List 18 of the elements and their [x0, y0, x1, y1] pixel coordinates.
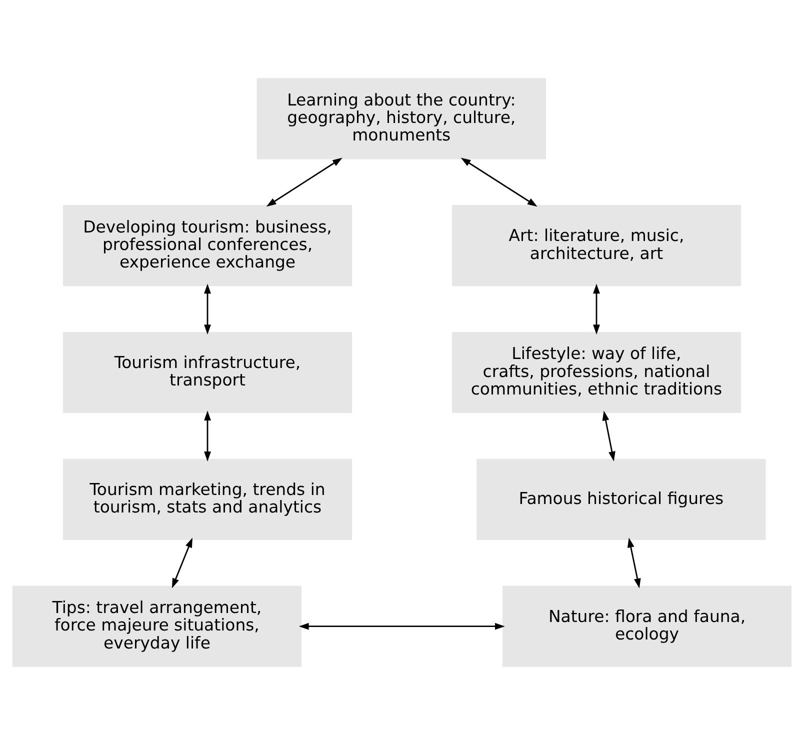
arrow — [204, 284, 211, 335]
node-box: Nature: flora and fauna, ecology — [502, 586, 792, 667]
node-box: Tips: travel arrangement, force majeure situations, everyday life — [12, 586, 302, 667]
arrow — [460, 158, 538, 207]
node-box: Tourism infrastructure, transport — [62, 332, 352, 414]
node-box: Learning about the country: geography, history, culture, monuments — [256, 78, 546, 160]
arrow — [627, 538, 641, 588]
node-box: Art: literature, music, architecture, art — [452, 205, 742, 286]
arrow — [172, 538, 192, 588]
arrow — [298, 622, 505, 630]
node-box: Lifestyle: way of life, crafts, professions, national communities, ethnic traditions — [452, 332, 742, 414]
arrow — [593, 284, 600, 335]
arrow — [266, 158, 342, 207]
arrow — [204, 410, 211, 462]
node-box: Famous historical figures — [476, 458, 766, 540]
node-box: Tourism marketing, trends in tourism, stats and analytics — [62, 458, 352, 540]
node-box: Developing tourism: business, professional conferences, experience exchange — [62, 205, 352, 286]
arrow — [602, 410, 616, 462]
